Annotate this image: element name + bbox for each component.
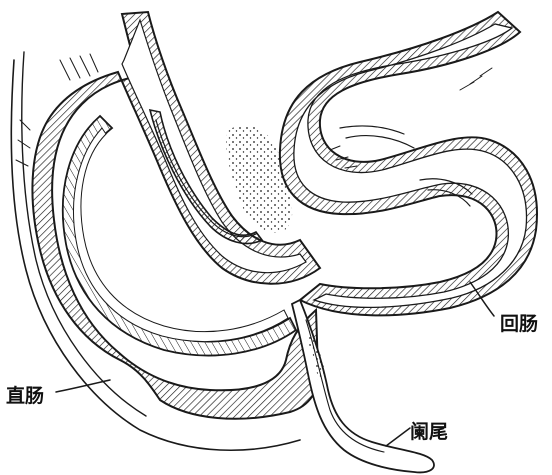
leader-rectum <box>56 380 110 392</box>
colon-lumen <box>122 20 306 273</box>
label-appendix: 阑尾 <box>410 420 448 443</box>
label-ileum: 回肠 <box>500 313 538 335</box>
leader-appendix <box>386 428 410 446</box>
label-rectum: 直肠 <box>6 384 44 407</box>
